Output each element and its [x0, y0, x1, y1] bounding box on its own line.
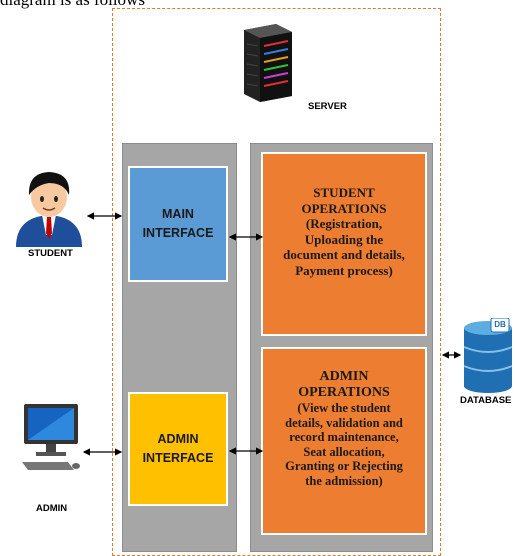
admin-ops-title1: ADMIN [319, 369, 369, 384]
student-ops-title1: STUDENT [313, 185, 375, 200]
admin-ops-line: Granting or Rejecting [285, 459, 403, 473]
server-label: SERVER [308, 101, 347, 112]
database-badge: DB [494, 320, 506, 329]
main-interface-box: MAIN INTERFACE [128, 166, 228, 282]
student-ops-line: Payment process) [295, 262, 393, 278]
admin-ops-line: details, validation and [285, 415, 403, 430]
admin-interface-box: ADMIN INTERFACE [128, 392, 228, 506]
student-ops-line: (Registration, [305, 216, 383, 231]
server-icon [244, 24, 292, 102]
intro-text: diagram is as follows [0, 0, 145, 10]
admin-label: ADMIN [36, 503, 68, 514]
student-operations-box: STUDENT OPERATIONS (Registration, Upload… [261, 152, 427, 336]
student-ops-line: Uploading the [304, 231, 384, 247]
admin-ops-line: the admission) [305, 473, 383, 488]
student-ops-line: document and details, [283, 247, 405, 262]
computer-icon [22, 404, 80, 470]
database-label: DATABASE [460, 395, 512, 406]
admin-ops-title2: OPERATIONS [298, 385, 390, 400]
admin-ops-line: record maintenance, [289, 430, 399, 444]
student-label: STUDENT [28, 248, 73, 259]
admin-interface-line1: ADMIN [157, 432, 199, 446]
admin-interface-line2: INTERFACE [142, 451, 214, 465]
student-ops-title2: OPERATIONS [301, 200, 387, 216]
main-interface-line1: MAIN [162, 207, 194, 221]
admin-ops-line: (View the student [297, 401, 391, 415]
admin-ops-line: Seat allocation, [303, 444, 385, 459]
student-avatar-icon [16, 172, 82, 247]
main-interface-line2: INTERFACE [142, 226, 214, 240]
admin-operations-box: ADMIN OPERATIONS (View the student detai… [261, 347, 427, 535]
database-icon [463, 318, 513, 393]
